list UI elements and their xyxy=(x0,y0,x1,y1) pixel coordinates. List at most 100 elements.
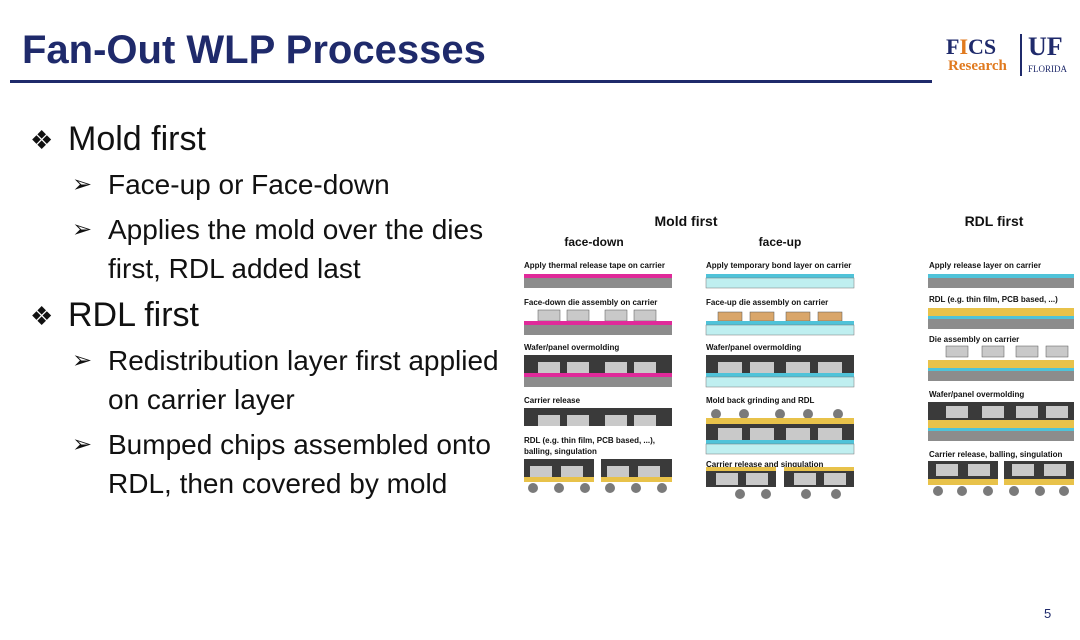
mold xyxy=(706,424,854,440)
die xyxy=(1044,464,1066,476)
sub-bullet-text: Redistribution layer first applied on ca… xyxy=(108,345,499,415)
die xyxy=(982,406,1004,418)
step-label: Wafer/panel overmolding xyxy=(524,343,619,352)
solder-ball xyxy=(831,489,841,499)
solder-ball xyxy=(1035,486,1045,496)
die xyxy=(824,473,846,485)
rdl-layer xyxy=(784,467,854,471)
rdl-layer xyxy=(524,477,594,482)
solder-ball xyxy=(657,483,667,493)
step-label: Die assembly on carrier xyxy=(929,335,1019,344)
die xyxy=(794,473,816,485)
step-label: Carrier release and singulation xyxy=(706,460,823,469)
die xyxy=(634,415,656,426)
step-label: Apply temporary bond layer on carrier xyxy=(706,261,851,270)
die xyxy=(538,415,560,426)
solder-ball xyxy=(1059,486,1069,496)
rdl-layer xyxy=(601,477,672,482)
die xyxy=(638,466,660,477)
bond-layer xyxy=(706,373,854,377)
bond-layer xyxy=(706,440,854,444)
step-label: Apply release layer on carrier xyxy=(929,261,1041,270)
solder-ball xyxy=(1009,486,1019,496)
solder-ball xyxy=(605,483,615,493)
release-tape xyxy=(524,321,672,325)
page-number: 5 xyxy=(1044,606,1052,621)
die xyxy=(1045,345,1069,358)
fics-logo-text: FICS xyxy=(946,34,997,59)
die xyxy=(538,362,560,373)
sub-bullet-text: Bumped chips assembled onto RDL, then co… xyxy=(108,429,491,499)
die xyxy=(633,309,657,322)
subheader-face-down: face-down xyxy=(564,235,623,249)
bond-layer xyxy=(706,274,854,278)
die xyxy=(1015,345,1039,358)
sub-bullet: ➢ Applies the mold over the dies first, … xyxy=(72,210,510,288)
carrier xyxy=(705,277,855,289)
release-layer xyxy=(928,274,1074,278)
carrier xyxy=(928,319,1074,329)
step-label: balling, singulation xyxy=(524,447,597,456)
die xyxy=(936,464,958,476)
carrier xyxy=(705,376,855,388)
step-label: Wafer/panel overmolding xyxy=(929,390,1024,399)
sub-bullet: ➢ Redistribution layer first applied on … xyxy=(72,341,510,419)
bullet-mold-first: ❖ Mold first xyxy=(30,120,510,159)
arrow-bullet-icon: ➢ xyxy=(72,431,93,458)
diamond-bullet-icon: ❖ xyxy=(30,301,54,331)
die xyxy=(1046,406,1068,418)
carrier xyxy=(928,371,1074,381)
step-label: Face-up die assembly on carrier xyxy=(706,298,828,307)
die xyxy=(817,311,843,322)
die xyxy=(750,362,774,373)
step-label: Apply thermal release tape on carrier xyxy=(524,261,665,270)
carrier xyxy=(928,431,1074,441)
die xyxy=(567,415,589,426)
rdl-layer xyxy=(928,420,1074,428)
sub-bullet-text: Face-up or Face-down xyxy=(108,169,390,200)
bullet-rdl-first: ❖ RDL first xyxy=(30,296,510,335)
step-label: RDL (e.g. thin film, PCB based, ...), xyxy=(524,436,655,445)
die xyxy=(818,362,842,373)
solder-ball xyxy=(801,489,811,499)
die xyxy=(746,473,768,485)
face-up-column xyxy=(705,274,855,499)
rdl-layer xyxy=(928,360,1074,368)
logo-separator xyxy=(1020,34,1022,76)
solder-ball xyxy=(711,409,721,419)
subheader-face-up: face-up xyxy=(759,235,802,249)
solder-ball xyxy=(735,489,745,499)
die xyxy=(537,309,561,322)
solder-ball xyxy=(983,486,993,496)
rdl-first-column xyxy=(928,274,1074,496)
solder-ball xyxy=(803,409,813,419)
solder-ball xyxy=(957,486,967,496)
die xyxy=(566,309,590,322)
sub-bullet: ➢ Bumped chips assembled onto RDL, then … xyxy=(72,425,510,503)
release-tape xyxy=(524,373,672,377)
die xyxy=(786,428,810,440)
die xyxy=(750,428,774,440)
die xyxy=(604,309,628,322)
step-label: Face-down die assembly on carrier xyxy=(524,298,657,307)
die xyxy=(1016,406,1038,418)
carrier xyxy=(524,377,672,387)
bullet-text: Mold first xyxy=(68,120,206,158)
release-layer xyxy=(928,368,1074,371)
sub-bullet: ➢ Face-up or Face-down xyxy=(72,165,510,204)
die xyxy=(945,345,969,358)
step-label: Carrier release, balling, singulation xyxy=(929,450,1062,459)
rdl-layer xyxy=(928,479,998,485)
sub-bullet-text: Applies the mold over the dies first, RD… xyxy=(108,214,484,284)
die xyxy=(567,362,589,373)
solder-ball xyxy=(631,483,641,493)
die xyxy=(981,345,1005,358)
die xyxy=(717,311,743,322)
arrow-bullet-icon: ➢ xyxy=(72,216,93,243)
uf-logo-text: UF xyxy=(1028,32,1063,61)
die xyxy=(946,406,968,418)
step-label: Wafer/panel overmolding xyxy=(706,343,801,352)
solder-ball xyxy=(528,483,538,493)
release-layer xyxy=(928,428,1074,431)
die xyxy=(530,466,552,477)
